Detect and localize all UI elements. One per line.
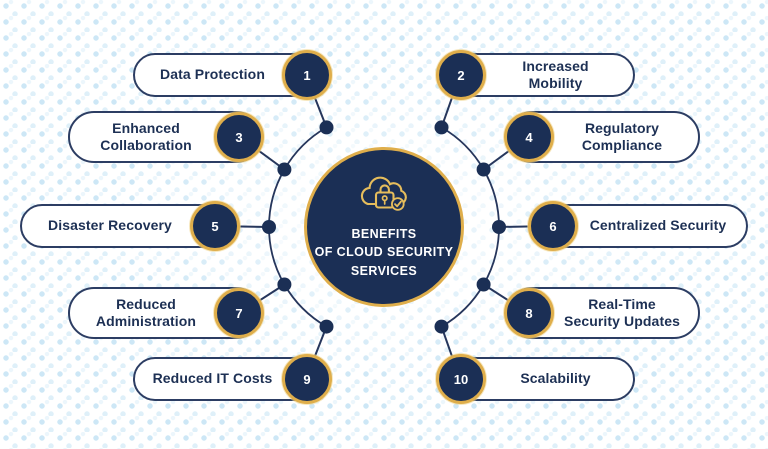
benefit-pill-3: Enhanced Collaboration 3 — [68, 111, 264, 163]
benefit-label: Increased Mobility — [522, 57, 589, 91]
number-badge: 6 — [528, 201, 578, 251]
benefit-pill-6: Centralized Security 6 — [528, 201, 748, 251]
benefit-label: Data Protection — [160, 66, 265, 83]
benefit-pill-9: Reduced IT Costs 9 — [133, 354, 332, 404]
number-badge: 3 — [214, 112, 264, 162]
benefit-pill-8: Real-Time Security Updates 8 — [504, 287, 700, 339]
benefit-label: Scalability — [520, 370, 591, 387]
number-badge: 2 — [436, 50, 486, 100]
benefit-pill-7: Reduced Administration 7 — [68, 287, 264, 339]
center-title-line: BENEFITS — [351, 227, 417, 242]
center-title-line: OF CLOUD SECURITY — [314, 245, 454, 260]
number-badge: 1 — [282, 50, 332, 100]
number-badge: 7 — [214, 288, 264, 338]
benefit-label: Enhanced Collaboration — [100, 119, 192, 153]
number-badge: 9 — [282, 354, 332, 404]
benefit-pill-10: Scalability 10 — [436, 354, 635, 404]
benefit-label: Centralized Security — [589, 217, 727, 234]
benefit-pill-1: Data Protection 1 — [133, 50, 332, 100]
benefit-pill-2: Increased Mobility 2 — [436, 50, 635, 100]
benefit-label: Reduced IT Costs — [152, 370, 273, 387]
benefit-label: Real-Time Security Updates — [564, 295, 680, 329]
number-badge: 5 — [190, 201, 240, 251]
center-hub-circle: BENEFITS OF CLOUD SECURITY SERVICES — [304, 147, 464, 307]
center-title-line: SERVICES — [350, 263, 418, 278]
number-badge: 4 — [504, 112, 554, 162]
benefit-label: Regulatory Compliance — [581, 119, 663, 153]
benefit-label: Reduced Administration — [95, 295, 197, 329]
benefit-pill-5: Disaster Recovery 5 — [20, 201, 240, 251]
benefit-pill-4: Regulatory Compliance 4 — [504, 111, 700, 163]
number-badge: 8 — [504, 288, 554, 338]
benefit-label: Disaster Recovery — [48, 217, 172, 234]
number-badge: 10 — [436, 354, 486, 404]
cloud-lock-check-icon — [360, 176, 407, 212]
